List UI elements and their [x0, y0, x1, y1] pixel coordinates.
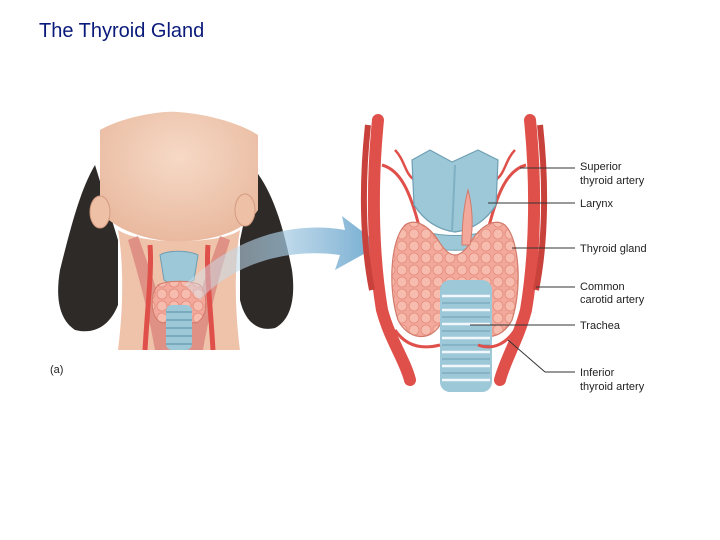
head-neck-illustration — [58, 112, 293, 350]
label-superior-thyroid-artery-1: Superior — [580, 161, 622, 173]
label-trachea: Trachea — [580, 320, 621, 332]
larynx — [412, 150, 498, 232]
panel-label: (a) — [50, 364, 63, 376]
label-larynx: Larynx — [580, 198, 614, 210]
label-common-carotid-1: Common — [580, 281, 625, 293]
label-common-carotid-2: carotid artery — [580, 294, 645, 306]
anatomy-labels: Superior thyroid artery Larynx Thyroid g… — [580, 161, 647, 393]
label-inferior-thyroid-artery-2: thyroid artery — [580, 381, 645, 393]
label-superior-thyroid-artery-2: thyroid artery — [580, 175, 645, 187]
right-ear — [235, 194, 255, 226]
label-thyroid-gland: Thyroid gland — [580, 243, 647, 255]
left-ear — [90, 196, 110, 228]
thyroid-detail-illustration — [364, 120, 544, 392]
label-inferior-thyroid-artery-1: Inferior — [580, 367, 615, 379]
head — [100, 112, 258, 242]
